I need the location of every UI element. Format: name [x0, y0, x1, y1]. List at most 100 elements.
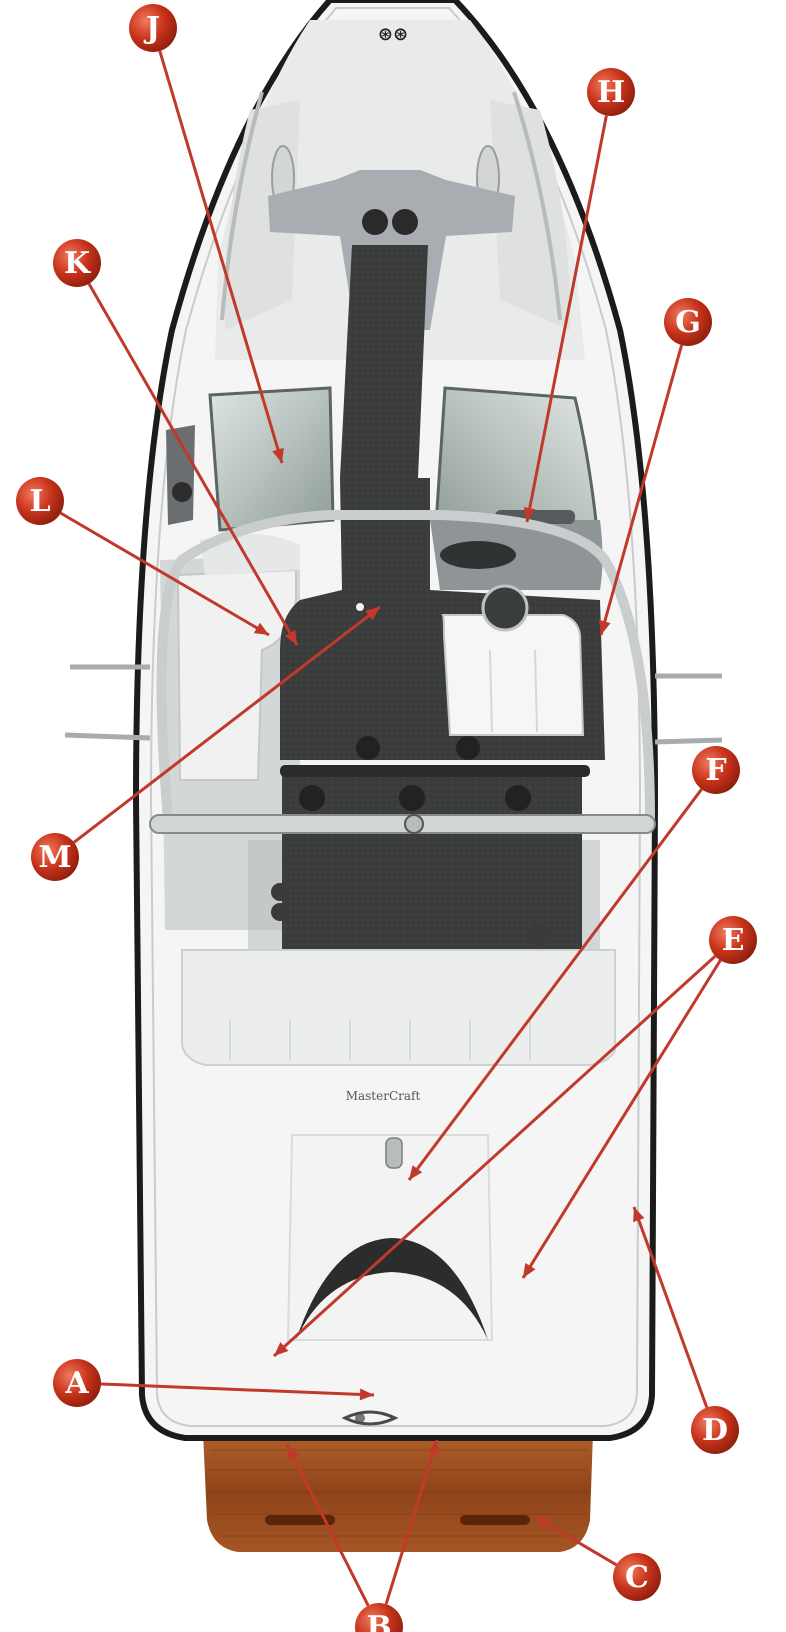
leader-arrowhead-l	[253, 622, 269, 635]
callout-circle-m	[31, 833, 79, 881]
leader-line-e	[521, 959, 722, 1279]
callout-label-a: A	[64, 1366, 89, 1401]
callout-label-k: K	[64, 246, 91, 281]
leader-line-d	[632, 1206, 709, 1408]
engine-hatch	[286, 1134, 494, 1341]
callout-l: L	[16, 477, 64, 525]
callout-f: F	[692, 746, 740, 794]
leader-lines	[59, 50, 722, 1607]
rear-sunpad-ribs	[229, 1020, 531, 1060]
callout-circle-h	[587, 68, 635, 116]
leader-arrowhead-j	[272, 447, 284, 463]
callout-h: H	[587, 68, 635, 116]
starboard-side-hardware	[654, 673, 723, 745]
deck-ski-pylon	[385, 1137, 403, 1169]
callout-label-j: J	[143, 11, 160, 46]
callout-label-f: F	[705, 753, 726, 788]
stern-light	[355, 1413, 365, 1423]
callout-label-c: C	[625, 1560, 649, 1595]
leader-line-b	[384, 1439, 439, 1605]
driver-seat-pleat	[489, 649, 493, 733]
callout-circle-a	[53, 1359, 101, 1407]
leader-line-l	[59, 511, 270, 637]
hull-rub-rail	[149, 7, 642, 1427]
callout-d: D	[691, 1406, 739, 1454]
engine-air-vent	[296, 1238, 488, 1340]
leader-arrowhead-h	[523, 507, 536, 522]
callout-circle-e	[709, 916, 757, 964]
leader-line-f	[407, 788, 703, 1181]
callout-markers: J H K G L M F E A D C B	[16, 4, 757, 1632]
transom-badge: MasterCraft	[346, 1089, 421, 1103]
callout-c: C	[613, 1553, 661, 1601]
callout-circle-d	[691, 1406, 739, 1454]
tower-rope-pylons	[299, 736, 531, 811]
helm-dash-display	[440, 541, 516, 569]
leader-line-g	[599, 344, 684, 636]
steering-wheel	[481, 584, 529, 632]
callout-g: G	[664, 298, 712, 346]
leader-arrowhead-c	[535, 1517, 551, 1530]
leader-arrowhead-e	[274, 1342, 289, 1356]
callout-a: A	[53, 1359, 101, 1407]
rear-cupholders	[271, 883, 549, 946]
tower-center-light	[404, 814, 424, 834]
callout-circle-c	[613, 1553, 661, 1601]
leader-arrowhead-f	[409, 1165, 423, 1180]
callout-label-m: M	[38, 840, 71, 875]
leader-line-c	[534, 1515, 618, 1567]
platform-handle-left	[265, 1515, 335, 1525]
tower-crossbar	[149, 814, 656, 834]
callout-label-b: B	[366, 1610, 391, 1632]
floor-cleat-dot	[356, 603, 364, 611]
callout-circle-l	[16, 477, 64, 525]
leader-line-j	[158, 50, 284, 464]
transom-tow-eye	[341, 1410, 399, 1426]
leader-arrowhead-a	[359, 1388, 374, 1401]
callout-label-e: E	[722, 923, 745, 958]
leader-arrowhead-m	[365, 607, 380, 621]
callout-circle-b	[355, 1603, 403, 1632]
callout-j: J	[129, 4, 177, 52]
leader-line-m	[73, 605, 381, 844]
platform-wood-grain	[210, 1449, 588, 1537]
callout-circle-g	[664, 298, 712, 346]
tower-frame	[156, 510, 655, 821]
callout-label-d: D	[702, 1413, 728, 1448]
port-side-hardware	[64, 664, 151, 741]
leader-line-b	[285, 1444, 370, 1607]
leader-line-e	[272, 955, 717, 1358]
helm-console	[430, 520, 603, 590]
rear-seat-bar	[280, 765, 590, 777]
leader-line-h	[525, 115, 608, 523]
leader-arrowhead-g	[598, 619, 611, 635]
bow-seat-right	[490, 100, 571, 330]
bow-emblem: ⊛⊛	[378, 24, 408, 45]
windshield-left	[208, 386, 335, 532]
callout-label-l: L	[29, 484, 50, 519]
callout-label-g: G	[675, 305, 701, 340]
callout-m: M	[31, 833, 79, 881]
driver-seat-pleat	[534, 649, 538, 733]
leader-line-k	[87, 283, 299, 646]
leader-arrowhead-e	[523, 1262, 536, 1278]
callout-circle-f	[692, 746, 740, 794]
bow-grab-rail-left	[220, 91, 264, 321]
port-dash-speaker	[172, 482, 192, 502]
leader-line-a	[100, 1382, 375, 1397]
callout-circle-j	[129, 4, 177, 52]
leader-arrowhead-k	[284, 629, 297, 645]
bow-walkway-carpet	[340, 245, 428, 478]
port-lounge-backrest	[200, 533, 300, 575]
callout-e: E	[709, 916, 757, 964]
platform-handle-right	[460, 1515, 530, 1525]
callout-circle-k	[53, 239, 101, 287]
leader-arrowhead-b	[427, 1440, 439, 1456]
leader-arrowhead-b	[287, 1445, 299, 1461]
bow-cupholders	[362, 209, 418, 235]
driver-seat	[441, 614, 585, 736]
callout-label-h: H	[597, 75, 625, 110]
callout-k: K	[53, 239, 101, 287]
